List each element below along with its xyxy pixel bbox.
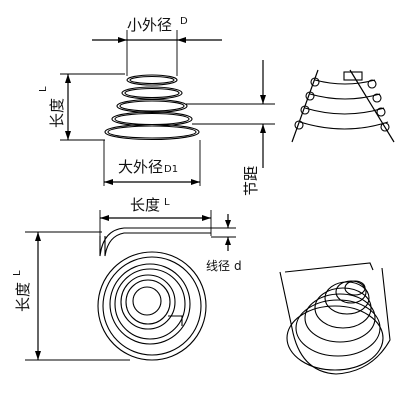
- spiral-spring-front-view: [25, 210, 236, 361]
- length-bottom-label: 长度: [14, 282, 32, 312]
- wire-diameter-label: 线径: [206, 259, 230, 273]
- small-od-label: 小外径: [127, 16, 172, 34]
- conical-coils: [104, 74, 200, 141]
- length-mid-label: 长度: [130, 196, 160, 214]
- conical-spring-side-view: [60, 30, 275, 186]
- length-top-label: 长度: [48, 98, 66, 128]
- small-od-symbol: D: [180, 16, 188, 27]
- cone-cross-section-view: [291, 69, 395, 143]
- large-od-label: 大外径: [118, 158, 163, 176]
- large-od-symbol: D1: [164, 164, 178, 175]
- pitch-symbol: t: [246, 166, 257, 170]
- length-bottom-symbol: L: [12, 270, 23, 276]
- length-top-symbol: L: [38, 86, 49, 92]
- pitch-label: 节距: [242, 166, 260, 196]
- wire-diameter-symbol: d: [234, 259, 242, 273]
- length-mid-symbol: L: [164, 197, 170, 208]
- spring-3d-view: [279, 262, 391, 375]
